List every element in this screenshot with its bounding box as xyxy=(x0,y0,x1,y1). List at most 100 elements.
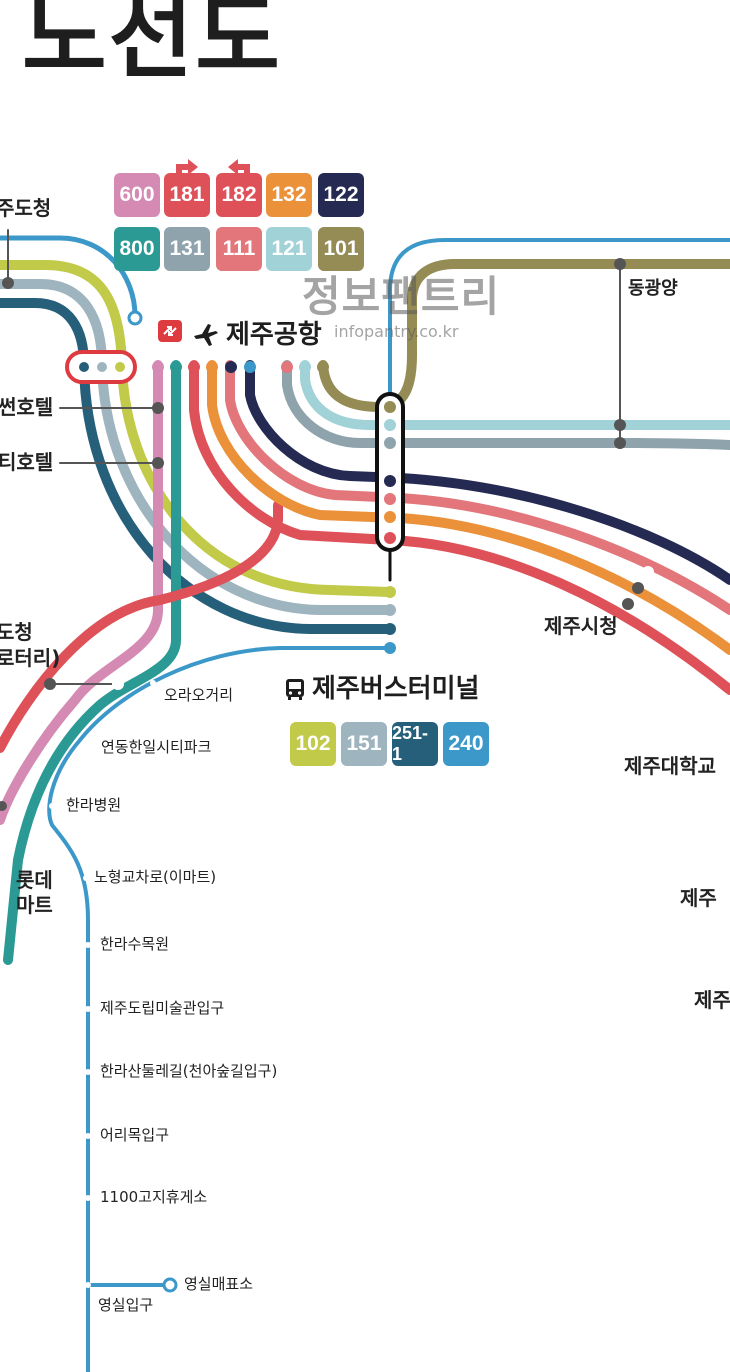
terminal-hub-label: 제주버스터미널 xyxy=(284,676,479,702)
terminal-capsule xyxy=(375,392,405,552)
dot-term-olive xyxy=(384,401,396,413)
route-badge: 181 xyxy=(164,173,210,217)
route-badge: 101 xyxy=(318,227,364,271)
dot-term-orange xyxy=(384,511,396,523)
dot-eorimok xyxy=(85,1133,91,1139)
dot-hallasumok xyxy=(85,942,91,948)
line-teal xyxy=(3,360,181,965)
dot-rest1100 xyxy=(85,1195,91,1201)
dot-donggwangyang-1 xyxy=(614,258,626,270)
dot-term-red xyxy=(384,532,396,544)
line-blue-south xyxy=(47,646,392,1372)
dot-cityhall-1 xyxy=(650,548,662,560)
stop-univ: 제주대학교 xyxy=(624,754,716,778)
dot-term-pinkred xyxy=(384,493,396,505)
stop-lotte-1: 롯데 xyxy=(16,868,53,892)
dot-dullegil xyxy=(85,1069,91,1075)
airport-hub-name: 제주공항 xyxy=(226,320,322,350)
route-badge: 131 xyxy=(164,227,210,271)
route-badge: 600 xyxy=(114,173,160,217)
dot-donggwangyang-3 xyxy=(614,437,626,449)
dot-airport-paleblue xyxy=(97,362,107,372)
dot-cityhall-4 xyxy=(622,598,634,610)
airport-hub-label: 제주공항 xyxy=(192,322,322,348)
stop-oraogeori: 오라오거리 xyxy=(164,686,234,704)
stop-museum: 제주도립미술관입구 xyxy=(100,999,225,1017)
dot-west-start xyxy=(127,310,143,326)
terminal-route-badge: 102 xyxy=(290,722,336,766)
stop-hotel1: 썬호텔 xyxy=(0,395,54,419)
dot-left-pink xyxy=(0,801,7,811)
line-grayblue xyxy=(282,360,730,450)
dot-nohyeong xyxy=(83,875,89,881)
terminal-route-badge: 151 xyxy=(341,722,387,766)
airport-sign-icon xyxy=(158,320,182,342)
line-olive xyxy=(318,259,730,412)
airplane-icon xyxy=(194,324,218,346)
dot-docheong xyxy=(44,678,56,690)
stop-docheong: 도청 xyxy=(0,620,33,644)
dot-airport-olive xyxy=(317,361,329,373)
dot-airport-orange xyxy=(206,361,218,373)
dot-cityhall-2 xyxy=(642,566,654,578)
line-darkteal xyxy=(0,298,395,634)
stop-nohyeong: 노형교차로(이마트) xyxy=(94,868,217,886)
stop-left-top: 주도청 xyxy=(0,196,52,220)
dot-term-lightcyan xyxy=(384,419,396,431)
line-red-sw xyxy=(0,500,283,753)
stop-yeongsil: 영실입구 xyxy=(98,1296,154,1314)
route-lines xyxy=(0,229,730,1372)
dot-oraogeori xyxy=(150,680,156,686)
line-navy xyxy=(245,360,730,585)
route-badge: 121 xyxy=(266,227,312,271)
stop-right-2: 제주 xyxy=(694,988,730,1012)
dot-cityhall-3 xyxy=(632,582,644,594)
dot-docheong-white xyxy=(112,678,124,690)
line-red xyxy=(189,360,730,695)
bus-icon xyxy=(286,679,304,700)
stop-eorimok: 어리목입구 xyxy=(100,1126,170,1144)
line-paleblue xyxy=(0,279,395,615)
dot-yeongsil xyxy=(85,1282,91,1288)
arrow-left-icon xyxy=(228,159,250,177)
stop-yeondong: 연동한일시티파크 xyxy=(101,738,212,756)
line-pink xyxy=(0,360,163,825)
terminal-route-badge: 251-1 xyxy=(392,722,438,766)
terminal-route-badge: 240 xyxy=(443,722,489,766)
dot-term-blue xyxy=(384,642,396,654)
stop-donggwangyang: 동광양 xyxy=(628,278,678,299)
arrow-right-icon xyxy=(176,159,198,177)
stop-hallasumok: 한라수목원 xyxy=(100,935,170,953)
stop-hallahosp: 한라병원 xyxy=(66,796,122,814)
dot-term-lime xyxy=(384,586,396,598)
dot-museum xyxy=(85,1006,91,1012)
route-badge: 132 xyxy=(266,173,312,217)
dot-airport-red xyxy=(188,361,200,373)
stop-dots xyxy=(0,258,662,1293)
dot-term-grayblue xyxy=(384,437,396,449)
dot-airport-teal xyxy=(170,361,182,373)
line-blue-east xyxy=(388,238,730,394)
dot-airport-navy xyxy=(225,361,237,373)
dot-lotte xyxy=(0,877,7,887)
stop-right-1: 제주 xyxy=(680,886,717,910)
dot-airport-blue xyxy=(244,361,256,373)
stop-rest1100: 1100고지휴게소 xyxy=(100,1188,208,1206)
route-badge: 182 xyxy=(216,173,262,217)
stop-rotary: 로터리) xyxy=(0,646,61,670)
dot-airport-darkteal xyxy=(79,362,89,372)
watermark-main: 정보팬트리 xyxy=(302,272,501,321)
dot-hotel1 xyxy=(152,402,164,414)
route-badge: 800 xyxy=(114,227,160,271)
line-blue-west xyxy=(0,235,138,319)
route-badge: 111 xyxy=(216,227,262,271)
dot-airport-pinkred xyxy=(281,361,293,373)
dot-donggwangyang-2 xyxy=(614,419,626,431)
dot-hallahosp xyxy=(49,803,55,809)
dot-left-top xyxy=(2,277,14,289)
dot-term-navy xyxy=(384,475,396,487)
dot-term-paleblue xyxy=(384,604,396,616)
dot-airport-lightcyan xyxy=(299,361,311,373)
stop-yeongsil-store: 영실매표소 xyxy=(184,1275,254,1293)
